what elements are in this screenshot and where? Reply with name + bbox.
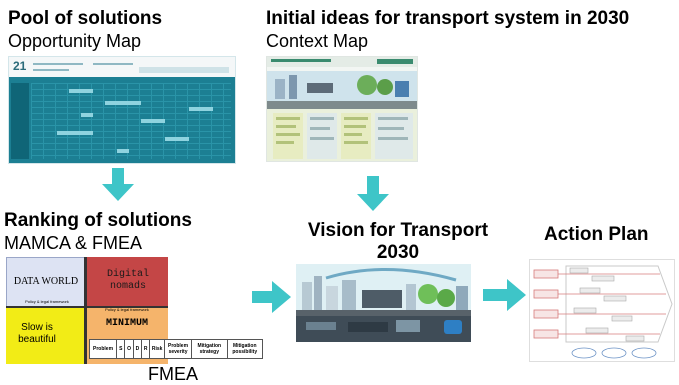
arrow-down-icon: [357, 176, 389, 211]
vision-illustration: [296, 264, 471, 342]
fmea-label: FMEA: [148, 364, 199, 384]
ranking-subtitle: MAMCA & FMEA: [4, 233, 143, 253]
fmea-col-r: R: [141, 339, 151, 359]
fmea-col-o: O: [124, 339, 134, 359]
fmea-table: Problem S O D R Risk Problem severity Mi…: [88, 339, 263, 359]
fmea-col-mitigation-strategy: Mitigation strategy: [191, 339, 228, 359]
opportunity-map-header: 21: [9, 57, 235, 77]
pool-title: Pool of solutions: [8, 8, 163, 29]
fmea-col-problem-severity: Problem severity: [163, 339, 193, 359]
context-map-image: [266, 56, 418, 162]
action-plan-diagram: [529, 259, 675, 362]
action-plan-heading: Action Plan: [544, 224, 649, 246]
action-title: Action Plan: [544, 224, 649, 245]
initial-subtitle: Context Map: [266, 31, 369, 51]
opportunity-map-sidebar: [11, 83, 29, 159]
quadrant-data-world-label: DATA WORLD: [13, 276, 79, 287]
fmea-header-row: Problem S O D R Risk Problem severity Mi…: [88, 339, 263, 359]
fmea-col-mitigation-possibility: Mitigation possibility: [226, 339, 263, 359]
quadrant-minimum-label: MINIMUM: [105, 318, 148, 329]
vision-heading: Vision for Transport 2030: [292, 220, 504, 264]
ranking-heading: Ranking of solutions MAMCA & FMEA: [4, 210, 192, 254]
arrow-right-icon: [252, 281, 291, 313]
action-plan-diagram-svg: [533, 265, 673, 359]
quadrant-digital-nomads-label: Digital nomads: [106, 269, 149, 292]
vertical-axis: [84, 257, 87, 364]
axis-label-right: Policy & legal framework: [105, 307, 149, 312]
ranking-title: Ranking of solutions: [4, 210, 192, 231]
pool-of-solutions-heading: Pool of solutions Opportunity Map: [8, 8, 162, 52]
initial-title: Initial ideas for transport system in 20…: [266, 8, 630, 29]
mamca-quadrant-chart: DATA WORLD Digital nomads Slow is beauti…: [6, 257, 168, 364]
fmea-col-d: D: [132, 339, 143, 359]
quadrant-slow-is-beautiful-label: Slow is beautiful: [18, 322, 56, 345]
vision-title-line2: 2030: [376, 242, 420, 263]
horizontal-axis: [6, 306, 168, 308]
opportunity-map-number: 21: [13, 59, 27, 73]
arrow-right-icon: [483, 279, 526, 311]
axis-label-left: Policy & legal framework: [25, 299, 69, 304]
quadrant-digital-nomads: Digital nomads: [86, 257, 168, 308]
vision-title-line1: Vision for Transport: [307, 220, 489, 241]
quadrant-slow-is-beautiful: Slow is beautiful: [6, 308, 86, 364]
vision-illustration-svg: [296, 264, 471, 342]
initial-ideas-heading: Initial ideas for transport system in 20…: [266, 8, 629, 52]
pool-subtitle: Opportunity Map: [8, 31, 142, 51]
arrow-down-icon: [102, 168, 134, 201]
opportunity-map-image: 21: [8, 56, 236, 164]
fmea-col-problem: Problem: [88, 339, 118, 359]
fmea-col-risk: Risk: [149, 339, 165, 359]
context-map-illustration: [267, 57, 417, 161]
opportunity-map-grid: [31, 83, 231, 159]
fmea-col-s: S: [116, 339, 126, 359]
